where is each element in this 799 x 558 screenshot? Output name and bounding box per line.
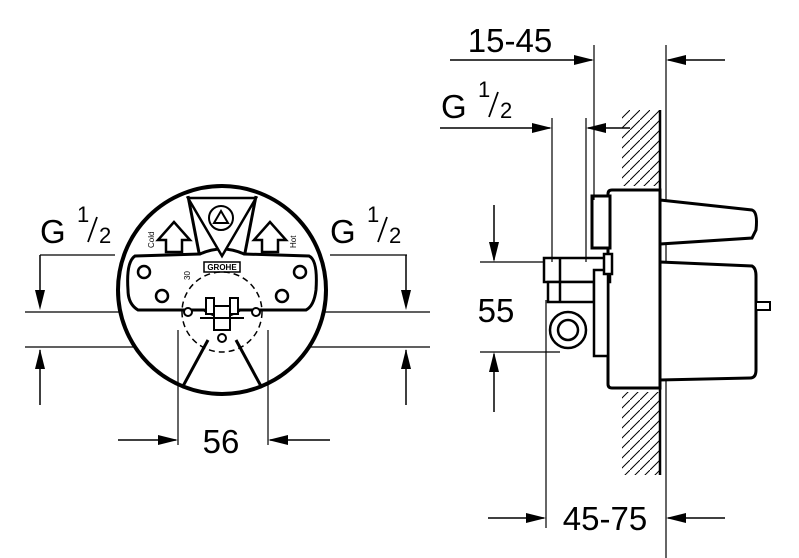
cover-plate (606, 188, 662, 390)
inlet-left-numerator: 1 (77, 202, 89, 227)
inlet-right-denominator: 2 (389, 223, 401, 248)
label-cold: Cold (147, 232, 156, 248)
label-hot: Hot (289, 235, 298, 248)
front-view: Cold Hot GROHE 30 (25, 184, 430, 460)
inlet-left-denominator: 2 (99, 223, 111, 248)
mounting-plate (126, 247, 318, 318)
valve-body (542, 252, 614, 358)
valve-core (200, 297, 244, 343)
side-inlet-numerator: 1 (478, 77, 490, 102)
height-dimension: 55 (478, 292, 515, 329)
handle-upper (658, 198, 758, 246)
warning-arrow-icon (155, 220, 289, 254)
side-inlet-denominator: 2 (500, 98, 512, 123)
wall-hatch-bottom (622, 392, 660, 475)
side-view: 15-45 G 1 2 55 45-75 (440, 22, 771, 558)
inner-dashed-circle (181, 271, 263, 353)
dial-mark: 30 (183, 271, 192, 280)
handle-lower (658, 260, 758, 382)
inlet-right-numerator: 1 (367, 202, 379, 227)
installation-dimension: 45-75 (563, 500, 647, 537)
side-inlet-letter: G (441, 88, 467, 125)
inlet-left-letter: G (40, 213, 66, 250)
wall-hatch-top (622, 110, 660, 186)
brand-logo: GROHE (207, 263, 237, 272)
spacing-dimension: 56 (203, 423, 240, 460)
depth-dimension: 15-45 (468, 22, 552, 59)
inlet-right-letter: G (330, 213, 356, 250)
